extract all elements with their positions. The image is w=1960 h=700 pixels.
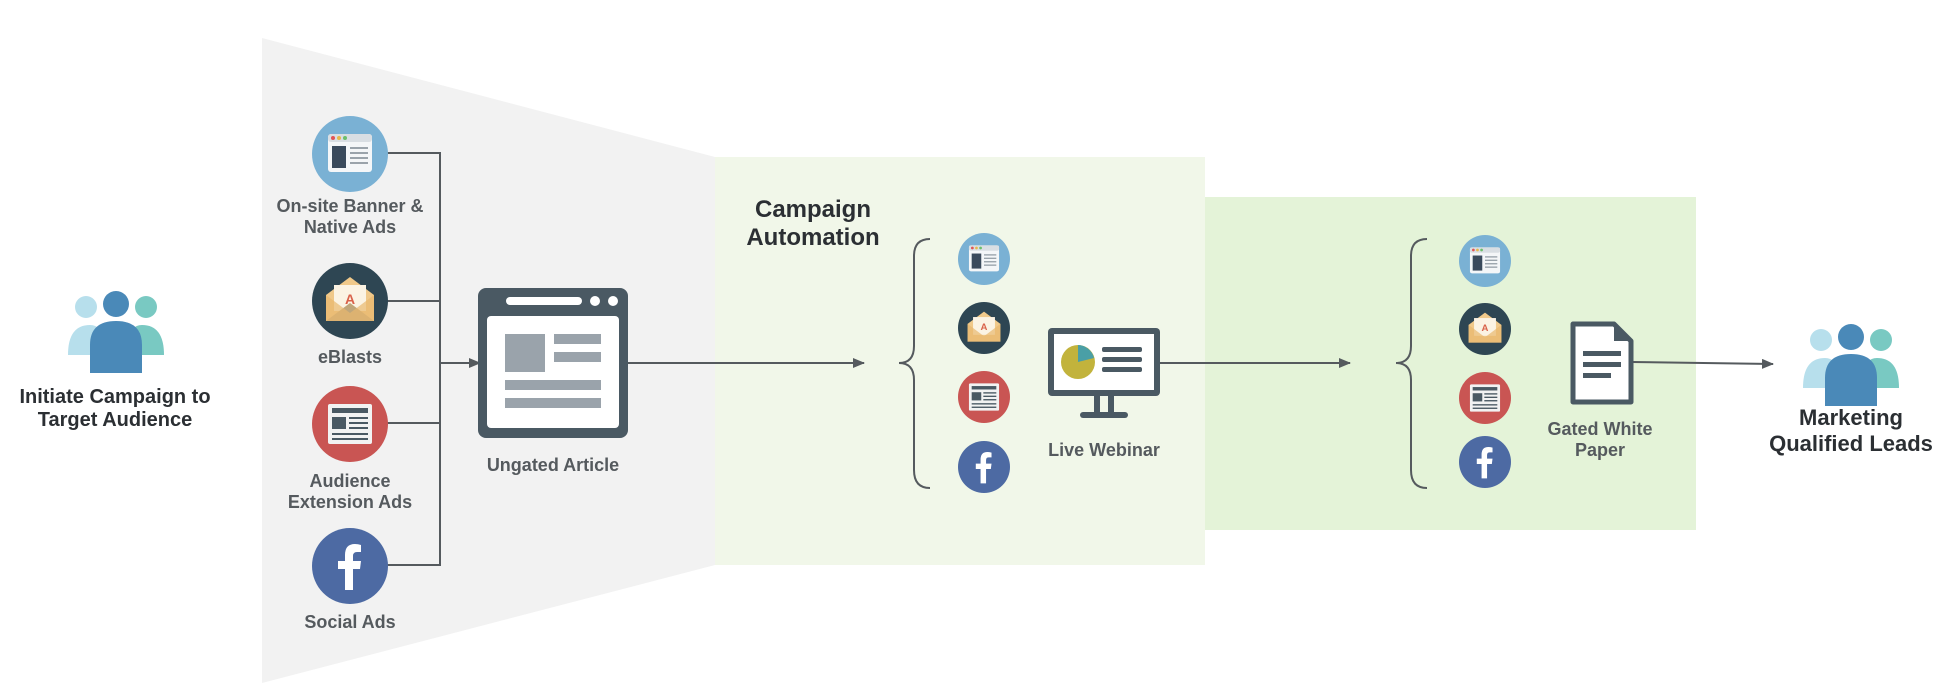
facebook-icon <box>1459 436 1511 488</box>
newspaper-icon <box>958 371 1010 423</box>
article-label: Ungated Article <box>486 455 620 475</box>
automation-brace <box>898 238 931 489</box>
browser-window-icon <box>312 116 388 192</box>
arrow-whitepaper-to-leads <box>1631 358 1774 369</box>
email-envelope-icon: A <box>312 263 388 339</box>
web-page-icon <box>478 288 628 438</box>
svg-text:A: A <box>345 291 355 307</box>
channel-connector <box>387 152 481 566</box>
webinar-label: Live Webinar <box>1048 440 1160 460</box>
channel-label-eblasts: eBlasts <box>317 347 383 367</box>
browser-window-icon <box>958 233 1010 285</box>
newspaper-icon <box>1459 372 1511 424</box>
email-envelope-icon: A <box>958 302 1010 354</box>
svg-text:A: A <box>1482 323 1489 334</box>
svg-text:A: A <box>981 322 988 333</box>
email-envelope-icon: A <box>1459 303 1511 355</box>
document-icon <box>1570 321 1634 405</box>
start-label: Initiate Campaign to Target Audience <box>19 386 211 431</box>
channel-label-audience: Audience Extension Ads <box>287 471 413 512</box>
monitor-presentation-icon <box>1048 328 1160 420</box>
end-label: Marketing Qualified Leads <box>1769 405 1933 456</box>
channel-label-social: Social Ads <box>304 612 396 632</box>
people-group-icon <box>1803 324 1899 406</box>
facebook-icon <box>958 441 1010 493</box>
browser-window-icon <box>1459 235 1511 287</box>
automation-title: Campaign Automation <box>746 196 880 251</box>
people-group-icon <box>68 291 164 373</box>
channel-label-onsite: On-site Banner & Native Ads <box>276 196 424 237</box>
newspaper-icon <box>312 386 388 462</box>
facebook-icon <box>312 528 388 604</box>
gated-brace <box>1395 238 1428 489</box>
whitepaper-label: Gated White Paper <box>1547 419 1653 460</box>
